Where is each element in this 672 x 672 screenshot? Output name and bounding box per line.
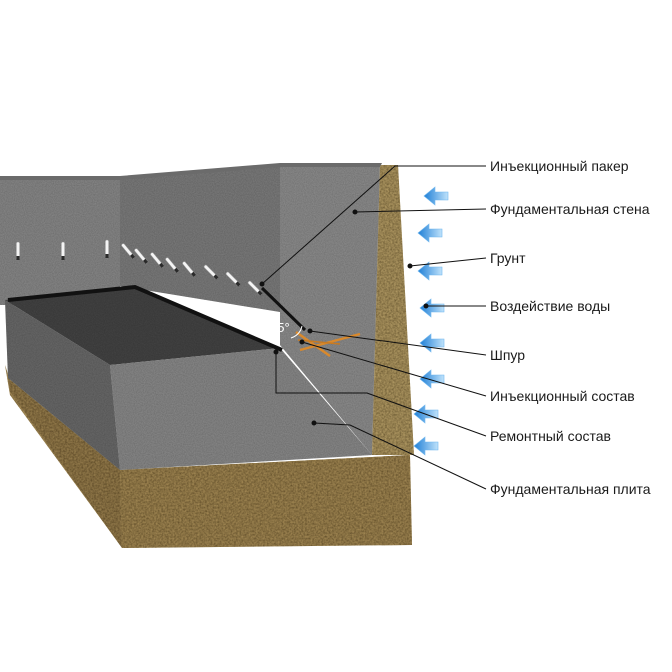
water-arrow-icon <box>419 369 445 389</box>
ground-under-slab-front <box>120 455 412 548</box>
soil <box>372 165 414 455</box>
foundation-slab-top <box>5 287 280 365</box>
water-arrows <box>413 186 449 456</box>
callout-water-impact: Воздействие воды <box>490 298 611 314</box>
water-arrow-icon <box>417 223 443 243</box>
leader-soil <box>409 257 487 267</box>
water-arrow-icon <box>419 298 445 318</box>
callout-soil: Грунт <box>490 250 526 266</box>
water-arrow-icon <box>413 436 439 456</box>
leader-injection-compound <box>301 341 487 397</box>
ground-under-slab-side <box>8 378 122 548</box>
foundation-wall <box>280 165 380 455</box>
angle-arc <box>290 325 303 339</box>
leader-lines <box>259 165 487 490</box>
leader-foundation-wall <box>354 208 487 213</box>
callout-injection-compound: Инъекционный состав <box>490 388 635 404</box>
repair-compound-seam <box>7 284 283 352</box>
leader-repair-compound <box>275 352 487 437</box>
angle-label: 45° <box>270 320 290 335</box>
foundation-slab-side <box>5 300 120 470</box>
wall-top-edge <box>0 163 382 180</box>
leader-foundation-slab <box>313 422 487 490</box>
callout-foundation-slab: Фундаментальная плита <box>490 481 651 497</box>
callout-foundation-wall: Фундаментальная стена <box>490 201 650 217</box>
callout-repair-compound: Ремонтный состав <box>490 428 611 444</box>
foundation-slab <box>110 348 372 470</box>
foundation-wall-back <box>0 178 120 305</box>
callout-drill-hole: Шпур <box>490 347 526 363</box>
leader-injection-packer <box>261 165 486 285</box>
water-arrow-icon <box>423 186 449 206</box>
callout-injection-packer: Инъекционный пакер <box>490 158 629 174</box>
water-arrow-icon <box>419 333 445 353</box>
leader-drill-hole <box>309 330 487 356</box>
repair-compound-seam-right <box>260 286 307 332</box>
foundation-wall-corner <box>120 165 280 312</box>
